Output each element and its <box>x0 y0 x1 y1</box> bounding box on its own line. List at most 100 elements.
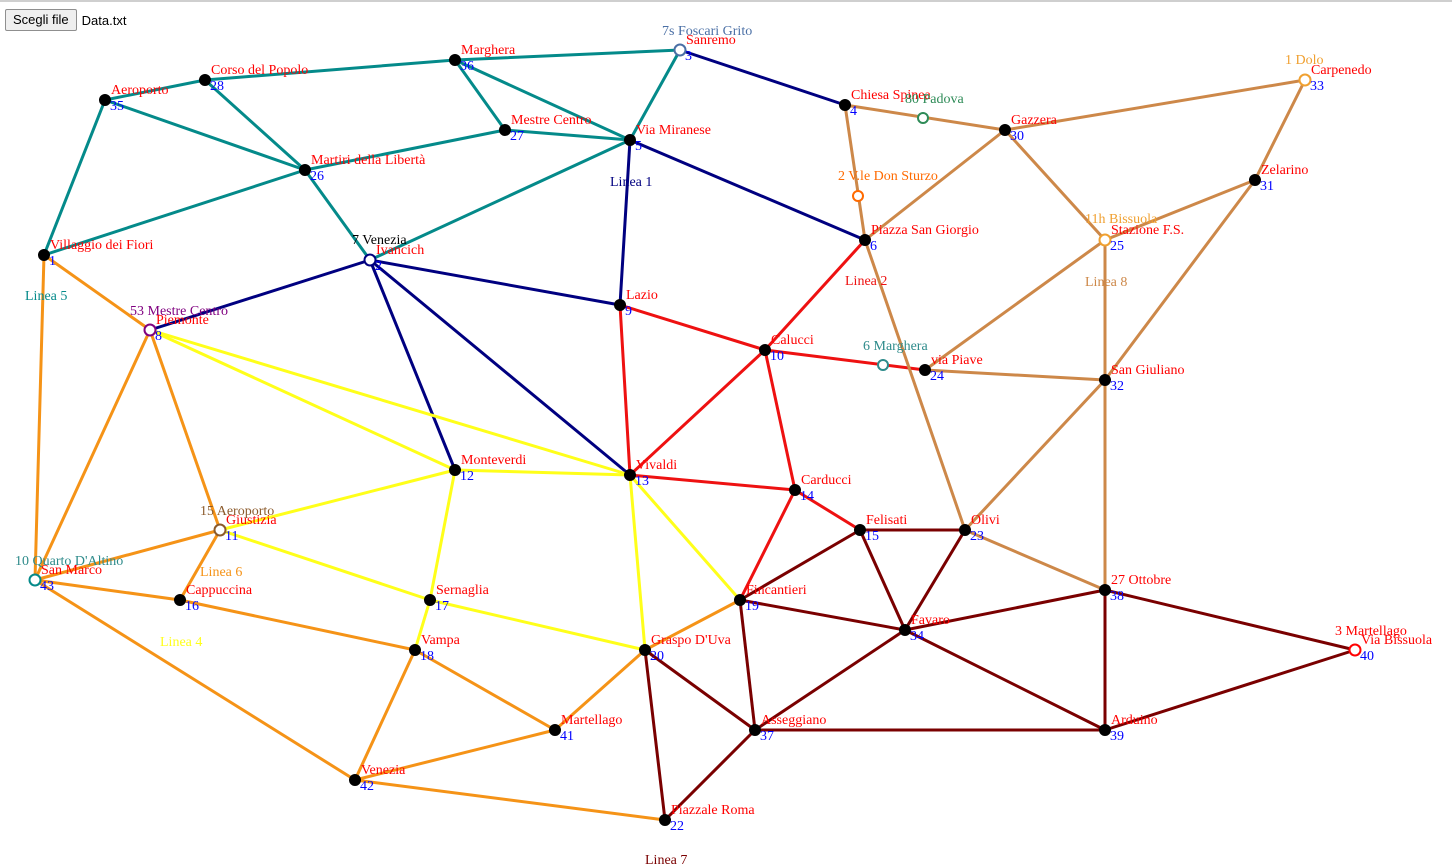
route-segment-18-42 <box>353 648 417 782</box>
route-segment-11-17 <box>218 528 432 602</box>
station-name-33: Carpenedo <box>1311 63 1372 78</box>
route-segment-39-40 <box>1103 648 1357 732</box>
station-marker-8 <box>143 323 157 337</box>
station-name-13: Vivaldi <box>636 458 677 473</box>
file-input[interactable]: Scegli file Data.txt <box>5 9 126 31</box>
station-id-25: 25 <box>1110 239 1124 254</box>
route-segment-2-13 <box>368 258 632 477</box>
station-id-37: 37 <box>760 729 774 744</box>
station-marker-9 <box>614 299 626 311</box>
station-id-14: 14 <box>800 489 814 504</box>
route-segment-10-13 <box>628 348 767 477</box>
station-id-16: 16 <box>185 599 199 614</box>
route-segment-20-22 <box>643 648 667 822</box>
station-name-16: Cappuccina <box>186 583 253 598</box>
station-id-41: 41 <box>560 729 574 744</box>
terminal-label-33: 1 Dolo <box>1285 53 1324 68</box>
terminal-label-25: 11h Bissuola <box>1085 212 1158 227</box>
station-id-11: 11 <box>225 529 238 544</box>
choose-file-button[interactable]: Scegli file <box>5 9 77 31</box>
route-segment-13-14 <box>628 473 797 492</box>
route-segment-19-37 <box>738 598 757 732</box>
station-name-37: Asseggiano <box>761 713 826 728</box>
route-segment-34-39 <box>903 628 1107 732</box>
route-segment-24-32 <box>923 368 1107 382</box>
route-segment-10-24 <box>763 348 927 372</box>
station-id-12: 12 <box>460 469 474 484</box>
station-marker-41 <box>549 724 561 736</box>
station-marker-38 <box>1099 584 1111 596</box>
station-name-22: Piazzale Roma <box>671 803 755 818</box>
station-name-25: Stazione F.S. <box>1111 223 1184 238</box>
route-segment-26-2 <box>303 168 372 262</box>
station-name-35: Aeroporto <box>111 83 169 98</box>
station-id-20: 20 <box>650 649 664 664</box>
station-marker-3 <box>673 43 687 57</box>
line-label-linea-1: Linea 1 <box>610 175 652 190</box>
route-segment-9-13 <box>618 303 632 477</box>
station-marker-10 <box>759 344 771 356</box>
station-id-3: 3 <box>685 49 692 64</box>
station-name-40: Via Bissuola <box>1361 633 1433 648</box>
station-id-23: 23 <box>970 529 984 544</box>
station-name-42: Venezia <box>361 763 406 778</box>
station-id-32: 32 <box>1110 379 1124 394</box>
station-name-4: Chiesa Spinea <box>851 88 931 103</box>
route-segment-18-41 <box>413 648 557 732</box>
station-marker-2 <box>363 253 377 267</box>
route-segment-34-37 <box>753 628 907 732</box>
station-marker-31 <box>1249 174 1261 186</box>
station-marker-32 <box>1099 374 1111 386</box>
line-label-linea-8: Linea 8 <box>1085 275 1127 290</box>
terminal-label-2: 7 Venezia <box>352 233 407 248</box>
route-segment-42-22 <box>353 778 667 822</box>
station-name-43: San Marco <box>41 563 102 578</box>
line-label-linea-7: Linea 7 <box>645 853 687 864</box>
station-marker-27 <box>499 124 511 136</box>
route-segment-38-40 <box>1103 588 1357 652</box>
station-id-28: 28 <box>210 79 224 94</box>
terminal-label-40: 3 Martellago <box>1335 624 1407 639</box>
station-id-5: 5 <box>635 139 642 154</box>
interchange-marker <box>917 112 929 124</box>
station-marker-34 <box>899 624 911 636</box>
station-id-26: 26 <box>310 169 324 184</box>
route-segment-8-11 <box>148 328 222 532</box>
route-segment-41-20 <box>553 648 647 732</box>
route-segment-25-24 <box>923 238 1107 372</box>
window-top-border <box>0 0 1452 2</box>
route-segment-2-8 <box>148 258 372 332</box>
route-segment-30-25 <box>1003 128 1107 242</box>
route-segment-37-22 <box>663 728 757 822</box>
line-label-linea-6: Linea 6 <box>200 565 242 580</box>
station-marker-5 <box>624 134 636 146</box>
station-id-9: 9 <box>625 304 632 319</box>
station-marker-16 <box>174 594 186 606</box>
route-segment-27-5 <box>503 128 632 142</box>
route-segment-9-10 <box>618 303 767 352</box>
station-name-19: Fincantieri <box>746 583 807 598</box>
selected-file-name: Data.txt <box>81 12 127 28</box>
route-segment-13-19 <box>628 473 742 602</box>
station-marker-23 <box>959 524 971 536</box>
route-segment-36-27 <box>453 58 507 132</box>
station-name-24: via Piave <box>931 353 983 368</box>
station-marker-40 <box>1348 643 1362 657</box>
station-name-12: Monteverdi <box>461 453 526 468</box>
station-name-20: Graspo D'Uva <box>651 633 732 648</box>
station-marker-33 <box>1298 73 1312 87</box>
route-segment-12-13 <box>453 468 632 477</box>
terminal-label-11: 15 Aeroporto <box>200 504 274 519</box>
terminal-label-24: 6 Marghera <box>863 339 928 354</box>
station-id-10: 10 <box>770 349 784 364</box>
station-id-34: 34 <box>910 629 924 644</box>
route-segment-14-19 <box>738 488 797 602</box>
station-id-38: 38 <box>1110 589 1124 604</box>
station-id-15: 15 <box>865 529 879 544</box>
station-id-33: 33 <box>1310 79 1324 94</box>
route-segment-30-33 <box>1003 78 1307 132</box>
line-label-linea-2: Linea 2 <box>845 274 887 289</box>
route-segment-18-17 <box>413 598 432 652</box>
station-name-34: Favaro <box>911 613 950 628</box>
route-segment-1-43 <box>33 253 46 582</box>
